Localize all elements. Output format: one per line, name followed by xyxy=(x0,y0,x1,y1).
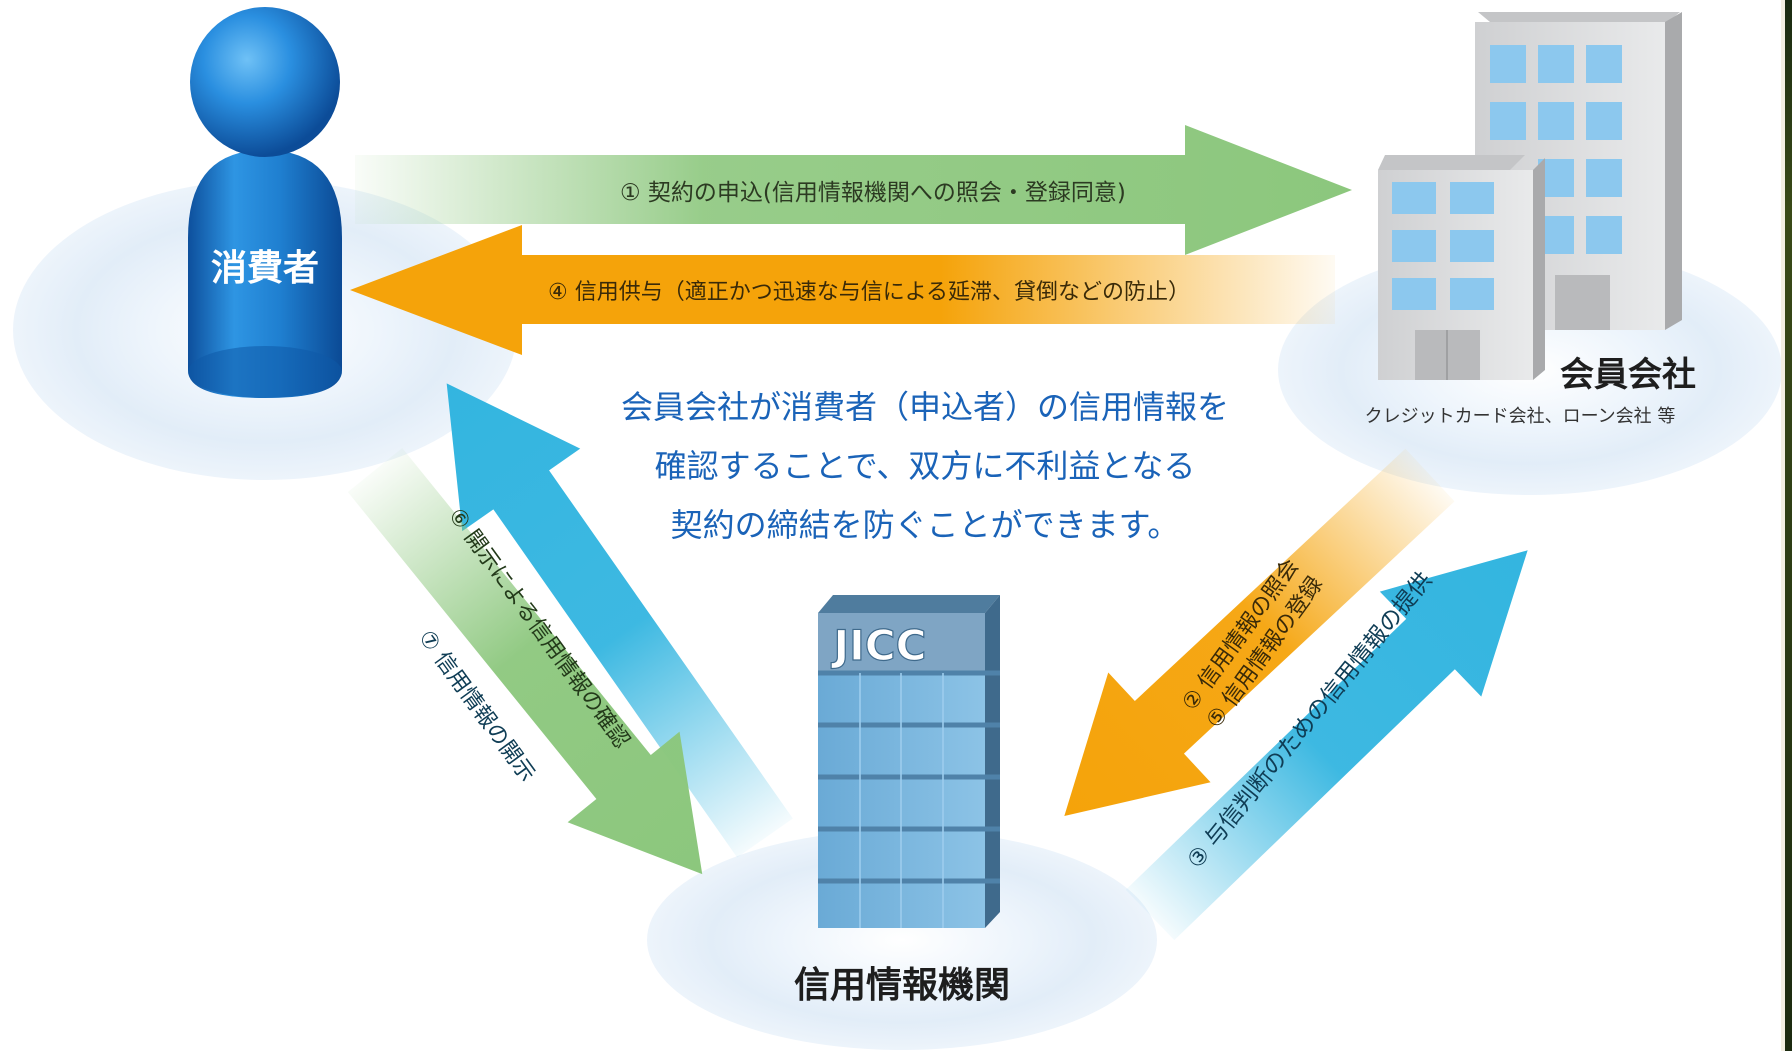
arrow-disclose xyxy=(446,383,793,858)
right-edge-strip xyxy=(1781,0,1792,1051)
consumer-figure: 消費者 xyxy=(188,7,342,398)
arrow-apply xyxy=(355,125,1352,255)
center-text-line-3: 契約の締結を防ぐことができます。 xyxy=(671,506,1180,544)
center-text-line-2: 確認することで、双方に不利益となる xyxy=(655,447,1196,485)
arrow-credit-label: ④ 信用供与（適正かつ迅速な与信による延滞、貸倒などの防止） xyxy=(548,280,1190,305)
bureau-label: 信用情報機関 xyxy=(794,965,1010,1006)
arrow-confirm xyxy=(347,447,703,875)
member-sublabel: クレジットカード会社、ローン会社 等 xyxy=(1365,406,1676,427)
arrow-credit xyxy=(350,225,1335,355)
arrow-apply-label: ① 契約の申込(信用情報機関への照会・登録同意) xyxy=(620,180,1126,206)
arrow-inquiry xyxy=(1064,448,1455,816)
jicc-building-icon: JICC xyxy=(818,595,1000,928)
center-text-line-1: 会員会社が消費者（申込者）の信用情報を xyxy=(621,388,1229,426)
person-head-icon xyxy=(190,7,340,157)
member-building-icon xyxy=(1378,12,1682,380)
consumer-label: 消費者 xyxy=(211,248,319,289)
bureau-platform xyxy=(647,830,1157,1050)
arrow-provide xyxy=(1125,550,1528,941)
jicc-logo-text: JICC xyxy=(831,621,927,670)
member-label: 会員会社 xyxy=(1560,355,1696,395)
